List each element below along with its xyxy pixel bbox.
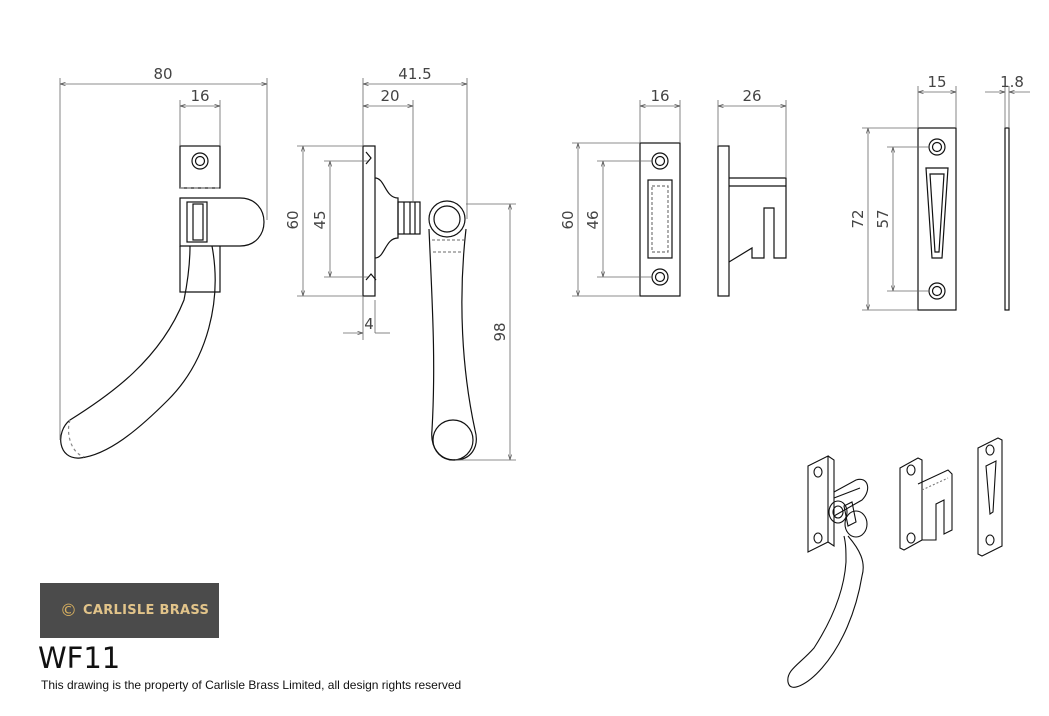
plate-side-view (1004, 127, 1010, 311)
isometric-plate (977, 437, 1003, 557)
dim-label: 57 (874, 209, 892, 228)
plate-dimensions (862, 86, 1030, 311)
dim-label: 1.8 (1000, 73, 1024, 91)
dim-label: 20 (380, 87, 399, 105)
dim-label: 60 (559, 210, 577, 229)
isometric-handle (787, 455, 869, 688)
rights-notice: This drawing is the property of Carlisle… (41, 678, 462, 692)
dimension-labels: 80 16 41.5 20 60 45 4 98 16 60 46 26 15 … (153, 65, 1023, 342)
isometric-keep (899, 457, 953, 551)
dim-label: 98 (491, 322, 509, 341)
handle-side-view (362, 145, 477, 461)
brand-emblem-icon: © (60, 600, 77, 621)
dim-label: 4 (364, 315, 374, 333)
model-code: WF11 (38, 641, 121, 675)
brand-name: CARLISLE BRASS (83, 603, 210, 618)
dim-label: 26 (742, 87, 761, 105)
dim-label: 45 (311, 210, 329, 229)
keep-front-dimensions (572, 100, 681, 297)
plate-front-view (917, 127, 957, 311)
dim-label: 80 (153, 65, 172, 83)
dim-label: 16 (650, 87, 669, 105)
dim-label: 41.5 (398, 65, 431, 83)
dim-label: 16 (190, 87, 209, 105)
handle-front-view (60, 145, 265, 459)
dim-label: 46 (584, 210, 602, 229)
handle-side-dimensions (297, 78, 516, 461)
dim-label: 15 (927, 73, 946, 91)
brand-logo: © CARLISLE BRASS (40, 583, 219, 638)
keep-side-view (717, 145, 787, 297)
dim-label: 72 (849, 209, 867, 228)
dim-label: 60 (284, 210, 302, 229)
keep-side-dimensions (717, 100, 787, 178)
handle-front-dimensions (59, 78, 268, 440)
keep-front-view (639, 142, 681, 297)
